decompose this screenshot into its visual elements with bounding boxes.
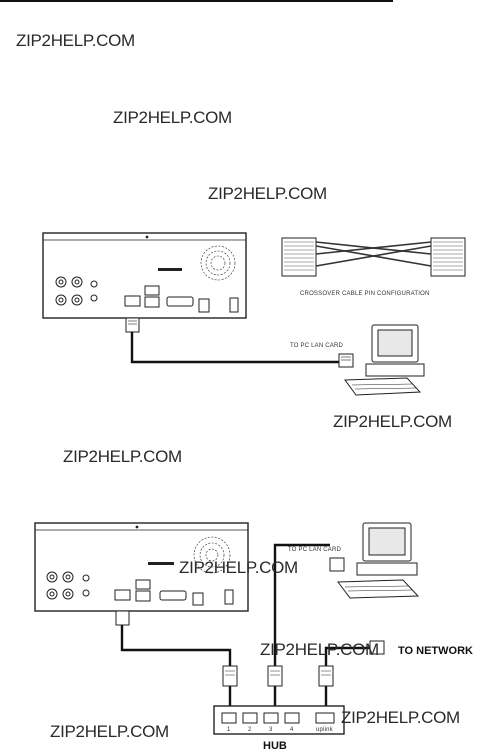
pc-lan-label-2: TO PC LAN CARD xyxy=(288,547,341,553)
pc-lan-label-1: TO PC LAN CARD xyxy=(290,343,343,349)
bnc-connectors-1 xyxy=(55,276,98,306)
cable-dvr-to-pc-1: TO PC LAN CARD xyxy=(125,317,354,368)
watermark: ZIP2HELP.COM xyxy=(333,412,452,431)
watermark: ZIP2HELP.COM xyxy=(16,31,135,50)
network-cables-2: TO PC LAN CARD TO NETWORK xyxy=(115,543,473,706)
dvr-rear-panel-1 xyxy=(42,232,247,319)
hub-port-2: 2 xyxy=(248,727,252,733)
watermark: ZIP2HELP.COM xyxy=(260,640,379,659)
watermark: ZIP2HELP.COM xyxy=(113,108,232,127)
hub-label: HUB xyxy=(263,740,287,752)
watermark: ZIP2HELP.COM xyxy=(208,184,327,203)
watermark: ZIP2HELP.COM xyxy=(179,558,298,577)
hub-port-1: 1 xyxy=(227,727,231,733)
hub-port-4: 4 xyxy=(290,727,294,733)
crossover-cable-diagram: CROSSOVER CABLE PIN CONFIGURATION xyxy=(281,237,466,297)
top-rule xyxy=(0,0,393,2)
watermark: ZIP2HELP.COM xyxy=(63,447,182,466)
hub-port-uplink: uplink xyxy=(316,727,334,733)
network-label: TO NETWORK xyxy=(398,645,473,657)
crossover-caption: CROSSOVER CABLE PIN CONFIGURATION xyxy=(300,291,430,297)
desktop-computer-1 xyxy=(344,324,425,396)
watermark: ZIP2HELP.COM xyxy=(50,722,169,741)
network-hub: 1 2 3 4 uplink HUB xyxy=(213,705,345,752)
fan-grille-1 xyxy=(200,245,236,281)
desktop-computer-2 xyxy=(337,522,420,599)
hub-port-3: 3 xyxy=(269,727,273,733)
dvr-rear-panel-2 xyxy=(34,522,249,612)
watermark: ZIP2HELP.COM xyxy=(341,708,460,727)
